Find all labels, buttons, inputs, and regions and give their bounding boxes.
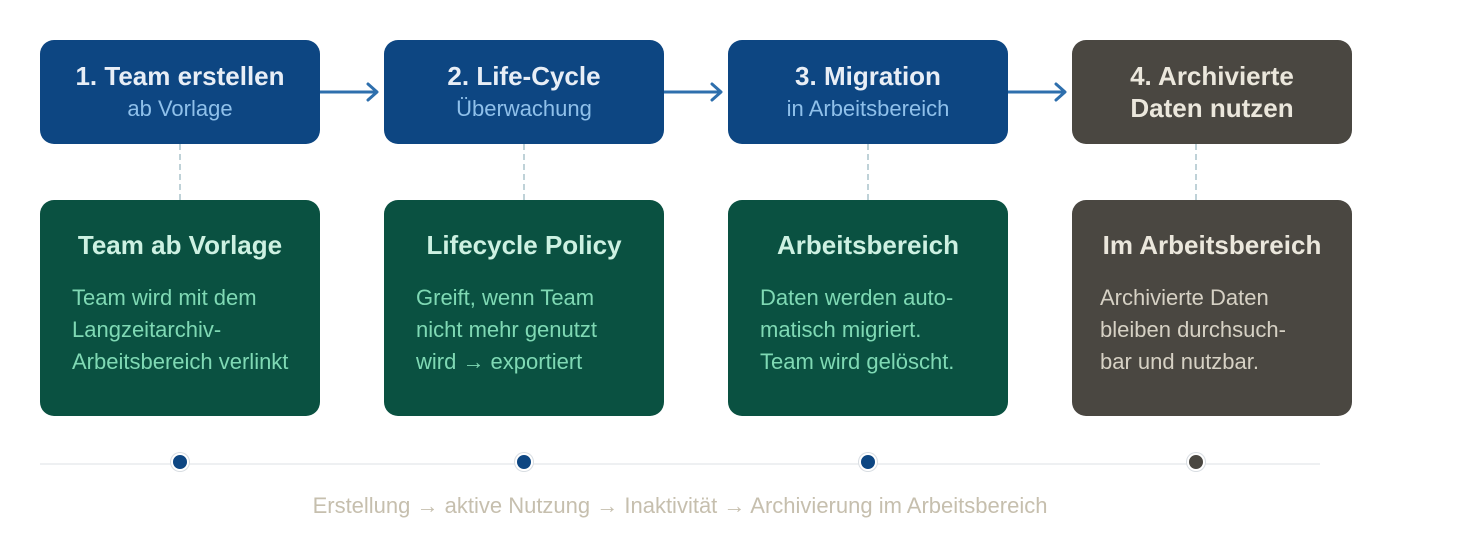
step-2-box: 2. Life-Cycle Überwachung xyxy=(384,40,664,144)
step-2-title: 2. Life-Cycle xyxy=(447,61,601,91)
timeline-line xyxy=(40,463,1320,465)
arrow-right-icon xyxy=(1008,82,1067,102)
arrow-right-icon xyxy=(664,82,723,102)
connector-3 xyxy=(867,144,869,200)
card-1-body: Team wird mit dem Langzeitarchiv- Arbeit… xyxy=(72,285,289,374)
timeline-dot-4 xyxy=(1187,453,1205,471)
card-1-title: Team ab Vorlage xyxy=(77,230,283,260)
timeline-dot-1 xyxy=(171,453,189,471)
timeline-dot-3 xyxy=(859,453,877,471)
step-4-title: 4. Archivierte Daten nutzen xyxy=(1130,61,1294,123)
card-3-title: Arbeitsbereich xyxy=(776,230,960,260)
timeline-caption: Erstellung → aktive Nutzung → Inaktivitä… xyxy=(312,493,1048,518)
step-3-box: 3. Migration in Arbeitsbereich xyxy=(728,40,1008,144)
step-3-title: 3. Migration xyxy=(795,61,941,91)
card-4-body: Archivierte Daten bleiben durchsuch- bar… xyxy=(1100,285,1286,374)
card-2-title: Lifecycle Policy xyxy=(426,230,622,260)
connector-4 xyxy=(1195,144,1197,200)
arrow-right-icon xyxy=(320,82,379,102)
step-4-box: 4. Archivierte Daten nutzen xyxy=(1072,40,1352,144)
card-1: Team ab Vorlage Team wird mit dem Langze… xyxy=(40,200,320,416)
card-4-title: Im Arbeitsbereich xyxy=(1102,230,1322,260)
timeline-dot-2 xyxy=(515,453,533,471)
card-3: Arbeitsbereich Daten werden auto- matisc… xyxy=(728,200,1008,416)
step-1-title: 1. Team erstellen xyxy=(75,61,285,91)
step-2-subtitle: Überwachung xyxy=(456,96,592,121)
card-3-body: Daten werden auto- matisch migriert. Tea… xyxy=(760,285,955,374)
card-4: Im Arbeitsbereich Archivierte Daten blei… xyxy=(1072,200,1352,416)
step-3-subtitle: in Arbeitsbereich xyxy=(786,96,950,121)
connector-1 xyxy=(179,144,181,200)
step-1-subtitle: ab Vorlage xyxy=(127,96,233,121)
connector-2 xyxy=(523,144,525,200)
step-1-box: 1. Team erstellen ab Vorlage xyxy=(40,40,320,144)
card-2: Lifecycle Policy Greift, wenn Team nicht… xyxy=(384,200,664,416)
card-2-body: Greift, wenn Team nicht mehr genutzt wir… xyxy=(416,285,597,374)
